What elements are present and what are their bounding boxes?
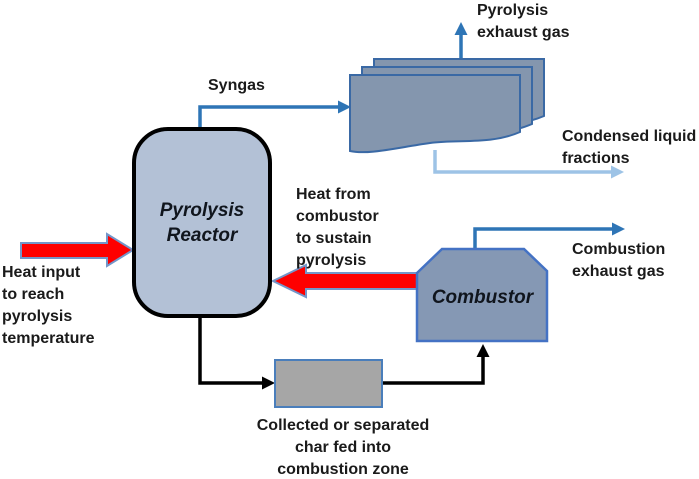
combustion-exhaust-arrow: [473, 222, 625, 249]
box-to-combustor-arrowhead-icon: [476, 344, 490, 357]
label-syngas: Syngas: [208, 77, 265, 94]
syngas-arrowhead-icon: [338, 100, 351, 114]
char-box: [274, 359, 383, 408]
pyrolysis-exhaust-arrow: [454, 22, 468, 60]
node-combustor: [415, 247, 549, 343]
label-pyrolysis-exhaust-gas: Pyrolysis exhaust gas: [477, 2, 570, 41]
condenser-document-front: [349, 74, 521, 154]
heat-input-arrow: [20, 232, 135, 268]
char-to-box-arrowhead-icon: [262, 376, 275, 390]
condenser-stack: [349, 58, 545, 154]
node-pyrolysis-reactor: Pyrolysis Reactor: [132, 127, 272, 318]
condensed-liquid-arrow: [433, 150, 624, 179]
pyrolysis-exhaust-arrowhead-icon: [454, 22, 468, 35]
combustion-exhaust-arrowhead-icon: [612, 222, 625, 236]
combustor-label: Combustor: [431, 287, 534, 308]
char-to-box-arrow: [198, 316, 275, 390]
pyrolysis-reactor-label: Pyrolysis Reactor: [159, 199, 245, 246]
box-to-combustor-arrow: [381, 344, 490, 385]
syngas-arrow: [198, 100, 351, 128]
label-char-caption: Collected or separated char fed into com…: [256, 417, 430, 478]
condensed-liquid-arrowhead-icon: [611, 165, 624, 179]
label-combustion-exhaust-gas: Combustion exhaust gas: [572, 241, 666, 280]
label-heat-input: Heat input to reach pyrolysis temperatur…: [2, 264, 95, 347]
label-heat-from-combustor: Heat from combustor to sustain pyrolysis: [296, 186, 379, 269]
label-condensed-liquid-fractions: Condensed liquid fractions: [562, 128, 697, 167]
